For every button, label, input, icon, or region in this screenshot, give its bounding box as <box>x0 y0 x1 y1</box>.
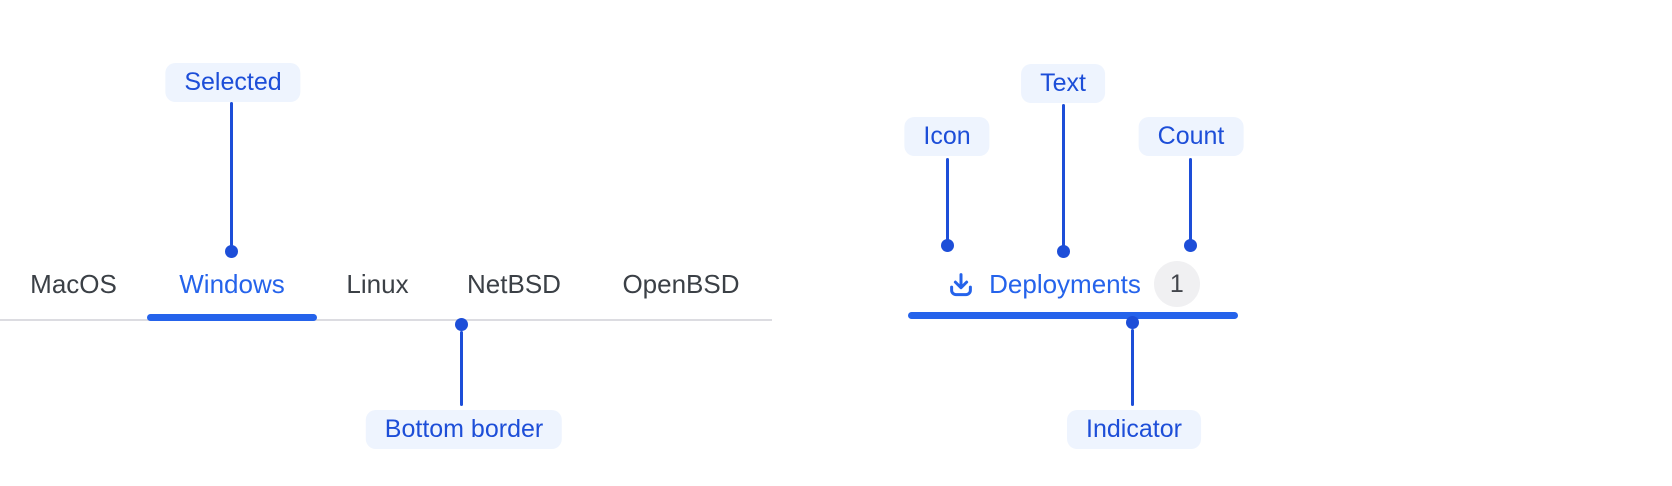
tab-deployments-label: Deployments <box>989 268 1141 299</box>
annotation-line-indicator <box>1131 329 1134 406</box>
tab-netbsd[interactable]: NetBSD <box>438 250 590 319</box>
tab-deployments[interactable]: Deployments 1 <box>908 251 1238 317</box>
tab-macos[interactable]: MacOS <box>0 250 147 319</box>
annotation-label-count: Count <box>1138 117 1244 156</box>
tab-windows-label: Windows <box>179 269 285 299</box>
annotation-dot-count <box>1184 239 1197 252</box>
annotation-label-text: Text <box>1021 64 1105 103</box>
active-tab-bottom-border <box>147 314 317 321</box>
annotation-line-count <box>1189 158 1192 241</box>
annotation-dot-text <box>1057 245 1070 258</box>
count-badge: 1 <box>1153 261 1200 307</box>
annotation-dot-bottom-border <box>455 318 468 331</box>
annotation-dot-icon <box>941 239 954 252</box>
active-tab-indicator <box>908 312 1238 319</box>
annotation-line-text <box>1062 104 1065 247</box>
annotation-label-indicator: Indicator <box>1067 410 1201 449</box>
annotation-line-selected <box>230 102 233 246</box>
annotation-dot-indicator <box>1126 316 1139 329</box>
annotation-label-icon: Icon <box>904 117 990 156</box>
download-icon <box>950 273 972 297</box>
tab-openbsd[interactable]: OpenBSD <box>590 250 772 319</box>
annotation-label-bottom-border: Bottom border <box>365 410 563 449</box>
annotation-line-bottom-border <box>460 331 463 406</box>
tab-windows[interactable]: Windows <box>147 250 317 321</box>
annotation-line-icon <box>946 158 949 241</box>
annotation-label-selected: Selected <box>165 63 301 102</box>
annotation-dot-selected <box>225 245 238 258</box>
tab-linux[interactable]: Linux <box>317 250 438 319</box>
tab-bar: MacOS Windows Linux NetBSD OpenBSD <box>0 250 772 321</box>
